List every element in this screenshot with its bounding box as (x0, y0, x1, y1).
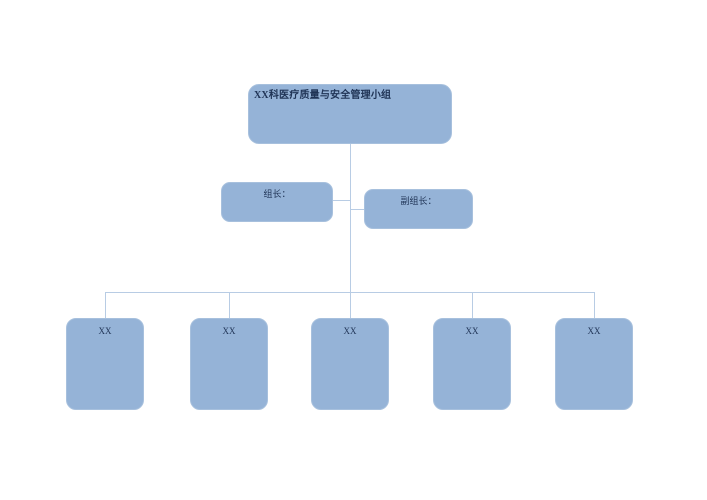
node-deputy[interactable]: 副组长： (364, 189, 473, 229)
node-member-1[interactable]: XX (66, 318, 144, 410)
node-leader[interactable]: 组长： (221, 182, 333, 222)
node-member-5-label: XX (587, 326, 601, 336)
node-leader-label: 组长： (263, 189, 291, 199)
node-root[interactable]: XX科医疗质量与安全管理小组 (248, 84, 452, 144)
node-member-4-label: XX (465, 326, 479, 336)
node-member-3[interactable]: XX (311, 318, 389, 410)
node-member-4[interactable]: XX (433, 318, 511, 410)
connector-drop-1 (105, 292, 106, 318)
connector-drop-2 (229, 292, 230, 318)
node-root-label: XX科医疗质量与安全管理小组 (254, 90, 392, 101)
node-member-5[interactable]: XX (555, 318, 633, 410)
node-member-3-label: XX (343, 326, 357, 336)
node-member-2[interactable]: XX (190, 318, 268, 410)
connector-root-trunk (350, 144, 351, 292)
connector-drop-3 (350, 292, 351, 318)
connector-leader-stub (333, 200, 350, 201)
node-deputy-label: 副组长： (400, 196, 437, 206)
connector-drop-4 (472, 292, 473, 318)
connector-drop-5 (594, 292, 595, 318)
connector-deputy-stub (350, 209, 364, 210)
node-member-2-label: XX (222, 326, 236, 336)
node-member-1-label: XX (98, 326, 112, 336)
connector-horizontal-bus (105, 292, 594, 293)
